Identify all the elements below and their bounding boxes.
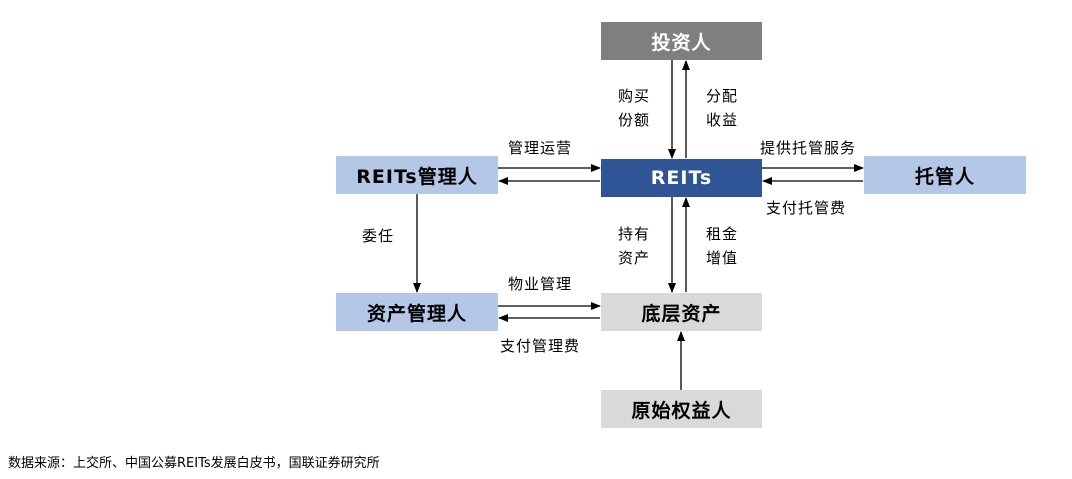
node-reits: REITs (601, 159, 762, 197)
label-custody-service: 提供托管服务 (760, 139, 857, 157)
label-rent-line2: 增值 (705, 249, 738, 267)
label-property-management: 物业管理 (508, 275, 573, 293)
node-reits-manager: REITs管理人 (336, 156, 498, 194)
label-purchase-line2: 份额 (617, 111, 650, 129)
label-hold-line2: 资产 (617, 249, 650, 267)
label-manage-operate: 管理运营 (508, 139, 573, 157)
label-custody-fee: 支付托管费 (766, 199, 847, 217)
source-note: 数据来源：上交所、中国公募REITs发展白皮书，国联证券研究所 (8, 456, 380, 471)
node-asset-manager: 资产管理人 (336, 293, 498, 331)
label-purchase-shares: 购买 份额 (614, 84, 654, 132)
node-original-owner: 原始权益人 (601, 390, 762, 428)
label-hold-assets: 持有 资产 (614, 222, 654, 270)
label-distribute-line1: 分配 (705, 87, 738, 105)
label-management-fee: 支付管理费 (500, 337, 581, 355)
node-custodian: 托管人 (864, 156, 1026, 194)
label-hold-line1: 持有 (617, 225, 650, 243)
label-purchase-line1: 购买 (617, 87, 650, 105)
node-underlying-asset: 底层资产 (601, 293, 762, 331)
label-entrust: 委任 (362, 227, 395, 245)
label-distribute-returns: 分配 收益 (702, 84, 742, 132)
label-distribute-line2: 收益 (705, 111, 738, 129)
node-investor: 投资人 (601, 22, 762, 60)
label-rent-appreciation: 租金 增值 (702, 222, 742, 270)
label-rent-line1: 租金 (705, 225, 738, 243)
